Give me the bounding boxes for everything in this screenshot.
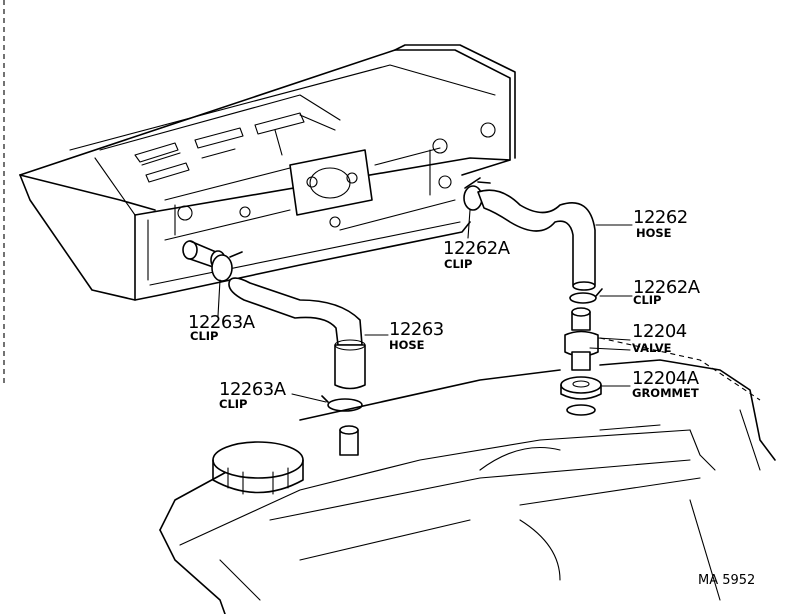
valve-12204-name: VALVE — [632, 341, 672, 355]
clip-12263a-upper-name: CLIP — [190, 329, 219, 343]
hose-12262-part — [477, 189, 596, 291]
clip-12262a-lower-number: 12262A — [633, 277, 700, 298]
engine-block — [159, 337, 776, 614]
hose-12262-name: HOSE — [636, 226, 672, 240]
hose-12263-part — [228, 277, 366, 390]
clip-12263a-lower-name: CLIP — [219, 397, 248, 411]
clip-12263a-lower-number: 12263A — [219, 379, 286, 400]
grommet-12204a-name: GROMMET — [632, 386, 699, 400]
hose-12263-number: 12263 — [389, 319, 444, 340]
hose-12262-number: 12262 — [633, 207, 688, 228]
clip-12262a-lower-name: CLIP — [633, 293, 662, 307]
clip-12263a-lower-part — [321, 395, 363, 412]
figure-code: MA 5952 — [698, 573, 756, 588]
valve-12204-number: 12204 — [632, 321, 687, 342]
clip-12262a-upper-number: 12262A — [443, 238, 510, 259]
clip-12263a-upper-part — [211, 251, 243, 282]
clip-12263a-upper-number: 12263A — [188, 312, 255, 333]
valve-12204-part — [564, 307, 599, 371]
clip-12262a-lower-part — [569, 288, 603, 304]
grommet-12204a-number: 12204A — [632, 368, 699, 389]
grommet-12204a-part — [560, 376, 602, 416]
hose-12263-name: HOSE — [389, 338, 425, 352]
leader-lines — [217, 209, 633, 403]
cylinder-head-cover — [19, 44, 516, 301]
clip-12262a-upper-name: CLIP — [444, 257, 473, 271]
